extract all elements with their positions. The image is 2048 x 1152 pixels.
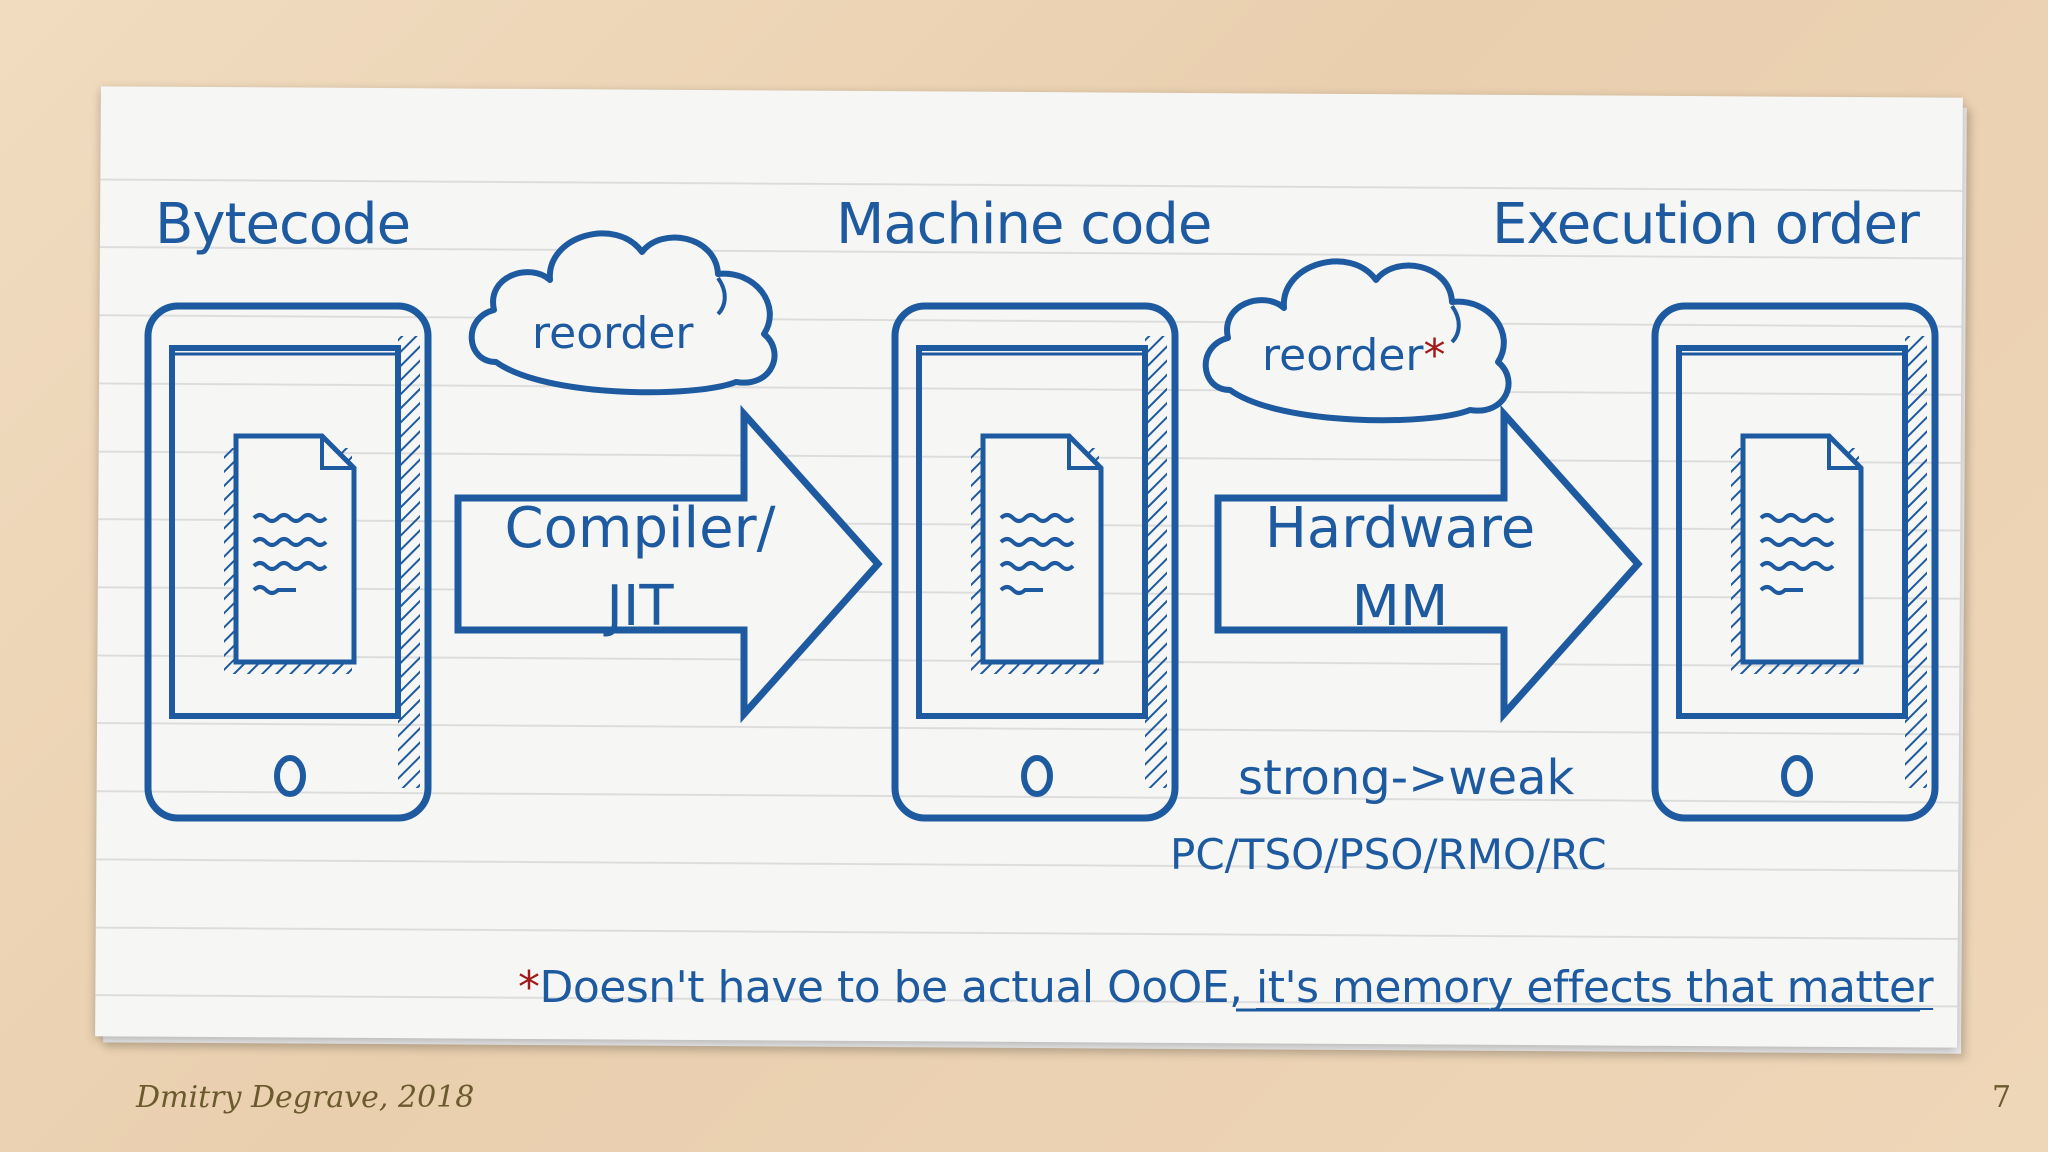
note-strong-weak: strong->weak <box>1238 750 1575 806</box>
arrow-label-hardware: Hardware MM <box>1264 496 1536 639</box>
page-number: 7 <box>1992 1080 2012 1115</box>
heading-bytecode: Bytecode <box>155 192 411 257</box>
footer-author: Dmitry Degrave, 2018 <box>136 1080 475 1115</box>
footnote-emphasis: it's memory effects that matter <box>1256 962 1934 1013</box>
cloud-label-first: reorder <box>532 308 694 359</box>
note-memory-models: PC/TSO/PSO/RMO/RC <box>1170 830 1607 879</box>
footnote: *Doesn't have to be actual OoOE, it's me… <box>518 962 1934 1013</box>
footnote-marker: * <box>1423 330 1446 381</box>
heading-machine-code: Machine code <box>836 192 1212 257</box>
device-execution-order <box>1655 306 1935 818</box>
device-machine-code <box>895 306 1175 818</box>
heading-execution-order: Execution order <box>1492 192 1920 257</box>
cloud-label-second: reorder* <box>1262 330 1446 381</box>
device-bytecode <box>148 306 428 818</box>
arrow-label-compiler: Compiler/ JIT <box>504 496 776 639</box>
